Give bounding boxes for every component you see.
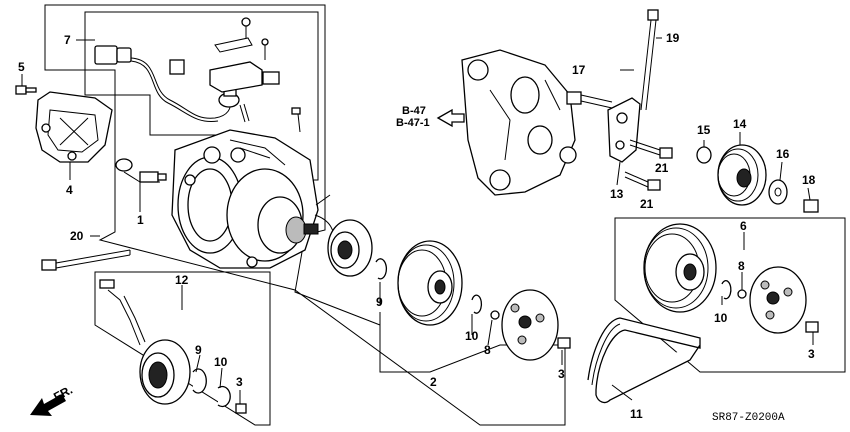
bolts-21: [624, 139, 673, 191]
label-21-lower: 21: [640, 197, 654, 211]
clutch-set: [643, 223, 819, 334]
idler-collar-15: [696, 146, 712, 164]
adjusting-bolt-19: [640, 9, 659, 111]
label-5: 5: [18, 60, 25, 74]
label-6: 6: [740, 219, 747, 233]
nut-18: [803, 199, 819, 213]
flange-bolt-5: [15, 85, 37, 95]
label-3-mid: 3: [558, 367, 565, 381]
label-3-right: 3: [808, 347, 815, 361]
label-8-right: 8: [738, 259, 745, 273]
label-10-coil: 10: [214, 355, 228, 369]
label-10-mid: 10: [465, 329, 479, 343]
leader-lines: [21, 37, 814, 404]
field-coil: [99, 279, 247, 414]
drive-belt: [587, 317, 701, 404]
label-3-coil: 3: [236, 375, 243, 389]
front-arrow-icon: [30, 394, 66, 416]
label-21-upper: 21: [655, 161, 669, 175]
washer-16: [768, 179, 788, 205]
label-19: 19: [666, 31, 680, 45]
label-15: 15: [697, 123, 711, 137]
diagram-code: SR87-Z0200A: [712, 412, 785, 424]
field-coil-middle: [327, 219, 388, 280]
compressor-mount-bracket: [461, 49, 577, 196]
label-18: 18: [802, 173, 816, 187]
label-17: 17: [572, 63, 586, 77]
idler-bracket-13: [607, 97, 641, 163]
clutch-coil-box: [94, 271, 271, 426]
label-2: 2: [430, 375, 437, 389]
label-11: 11: [630, 407, 643, 421]
reference-arrow: [436, 108, 465, 128]
label-10-right: 10: [714, 311, 728, 325]
clutch-set-box: [614, 217, 846, 373]
wiring-harness: [94, 17, 301, 133]
label-8-mid: 8: [484, 343, 491, 357]
long-bolt-20: [41, 249, 131, 271]
label-9-coil: 9: [195, 343, 202, 357]
label-13: 13: [610, 187, 624, 201]
label-7: 7: [64, 33, 71, 47]
pulley: [397, 240, 463, 326]
idler-pulley-14: [717, 144, 767, 206]
compressor-body: [171, 129, 336, 269]
bolt-17: [566, 91, 613, 109]
armature-plate: [471, 289, 571, 361]
reference-b47: B-47: [402, 105, 426, 117]
label-1: 1: [137, 213, 144, 227]
mounting-bracket: [35, 91, 113, 163]
reference-b47-1: B-47-1: [396, 117, 430, 129]
label-16: 16: [776, 147, 790, 161]
label-14: 14: [733, 117, 747, 131]
label-4: 4: [66, 183, 73, 197]
relief-valve: [115, 158, 167, 183]
label-12: 12: [175, 273, 189, 287]
label-20: 20: [70, 229, 84, 243]
label-9-mid: 9: [376, 295, 383, 309]
